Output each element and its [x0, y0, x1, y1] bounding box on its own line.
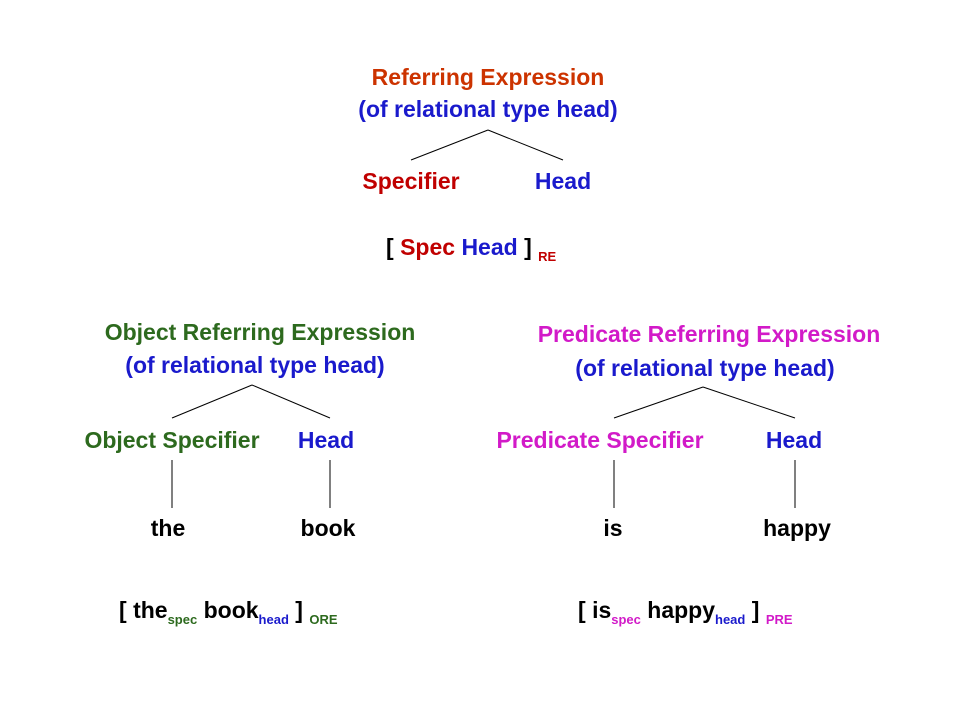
left-word-the: the [150, 515, 186, 541]
bracket-close: ] [295, 597, 303, 623]
bracket-close: ] [751, 597, 760, 623]
formula-head: Head [461, 234, 518, 260]
right-word-is: is [603, 515, 623, 541]
formula-spec: Spec [400, 234, 456, 260]
top-head: Head [534, 168, 592, 194]
left-branch-right [251, 384, 331, 419]
left-branch-left [171, 384, 253, 419]
formula-tag: RE [538, 249, 557, 264]
formula-tag: PRE [765, 612, 793, 627]
right-subtitle: (of relational type head) [575, 355, 835, 381]
top-branch-left [410, 129, 489, 161]
formula-sub-spec: spec [611, 612, 641, 627]
formula-word-is: is [592, 597, 612, 623]
right-head: Head [765, 427, 823, 453]
bracket-open: [ [578, 597, 586, 623]
left-specifier: Object Specifier [84, 427, 260, 453]
top-branch-right [487, 129, 564, 161]
top-bracket-formula: [ Spec Head ] RE [386, 234, 556, 264]
top-title: Referring Expression [371, 64, 605, 90]
bracket-open: [ [386, 234, 394, 260]
left-bracket-formula: [ thespec bookhead ] ORE [119, 597, 338, 627]
formula-sub-spec: spec [167, 612, 198, 627]
left-subtitle: (of relational type head) [125, 352, 385, 378]
formula-word-happy: happy [647, 597, 716, 623]
formula-tag: ORE [309, 612, 338, 627]
formula-sub-head: head [715, 612, 746, 627]
left-word-book: book [300, 515, 356, 541]
top-subtitle: (of relational type head) [358, 96, 618, 122]
right-specifier: Predicate Specifier [496, 427, 704, 453]
right-word-happy: happy [763, 515, 831, 541]
right-branch-left [613, 386, 704, 419]
right-branch-right [702, 386, 796, 419]
formula-sub-head: head [258, 612, 289, 627]
bracket-open: [ [119, 597, 127, 623]
right-bracket-formula: [ isspec happyhead ] PRE [578, 597, 793, 627]
top-specifier: Specifier [362, 168, 460, 194]
right-title: Predicate Referring Expression [537, 321, 881, 347]
bracket-close: ] [524, 234, 532, 260]
left-title: Object Referring Expression [104, 319, 416, 345]
formula-word-the: the [133, 597, 168, 623]
left-head: Head [297, 427, 355, 453]
formula-word-book: book [203, 597, 259, 623]
